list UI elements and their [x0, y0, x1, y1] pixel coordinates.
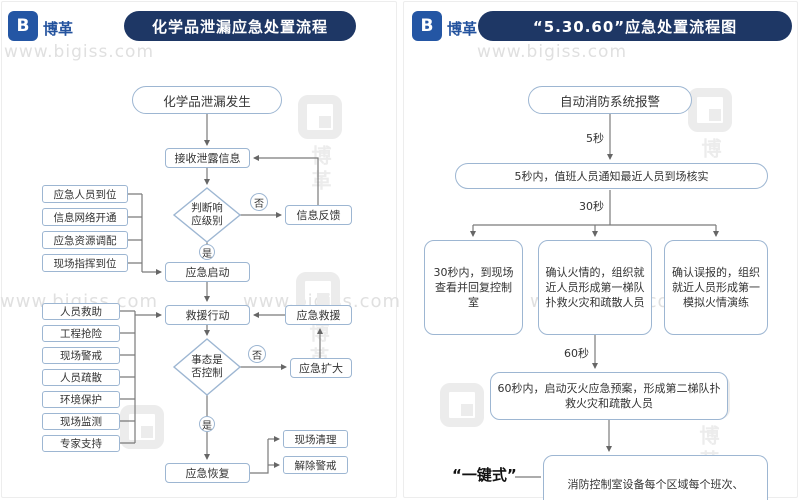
node-rescue-item: 工程抢险: [42, 325, 120, 342]
node-leak-start: 化学品泄漏发生: [132, 86, 282, 114]
node-prep-item: 应急人员到位: [42, 185, 128, 203]
node-rescue-item: 环境保护: [42, 391, 120, 408]
watermark-logo: [120, 405, 164, 449]
time-label-5s: 5秒: [586, 132, 604, 145]
node-prep-item: 现场指挥到位: [42, 254, 128, 272]
brand-logo-text: 博革: [447, 20, 478, 38]
decision-situation-control: 事态是否控制: [174, 346, 240, 388]
node-branch-confirm-fire: 确认火情的，组织就近人员形成第一梯队扑救火灾和疏散人员: [538, 240, 652, 335]
watermark-logo: 博革: [298, 95, 364, 195]
watermark-logo-icon: [298, 95, 342, 139]
decision-situation-control-label: 事态是否控制: [191, 354, 223, 379]
watermark-logo-icon: [120, 405, 164, 449]
brand-logo-icon: B: [412, 11, 442, 41]
node-branch-false-alarm: 确认误报的，组织就近人员形成第一模拟火情演练: [664, 240, 768, 335]
node-rescue-item: 人员疏散: [42, 369, 120, 386]
brand-logo-text: 博革: [43, 20, 74, 38]
label-no-badge: 否: [248, 345, 266, 363]
node-prep-item: 信息网络开通: [42, 208, 128, 226]
node-emergency-launch: 应急启动: [165, 262, 250, 282]
node-emergency-rescue: 应急救援: [285, 305, 352, 325]
node-emergency-expand: 应急扩大: [290, 358, 352, 378]
left-slide-panel: [1, 1, 397, 498]
node-branch-check-scene: 30秒内，到现场查看并回复控制室: [424, 240, 523, 335]
node-step-60s: 60秒内，启动灭火应急预案，形成第二梯队扑救火灾和疏散人员: [490, 372, 728, 420]
node-rescue-item: 现场监测: [42, 413, 120, 430]
node-rescue-item: 专家支持: [42, 435, 120, 452]
node-emergency-recovery: 应急恢复: [165, 463, 250, 483]
watermark-url-text: www.bigiss.com: [4, 42, 155, 62]
node-recovery-item: 现场清理: [283, 430, 348, 448]
watermark-logo: [440, 383, 484, 427]
label-yes-badge: 是: [199, 244, 215, 260]
one-key-label: “一键式”: [452, 466, 517, 484]
time-label-30s: 30秒: [579, 200, 604, 213]
node-rescue-item: 现场警戒: [42, 347, 120, 364]
watermark-logo-icon: [688, 88, 732, 132]
label-no-badge: 否: [250, 193, 268, 211]
node-step-5s: 5秒内，值班人员通知最近人员到场核实: [455, 163, 768, 189]
brand-logo-icon: B: [8, 11, 38, 41]
time-label-60s: 60秒: [564, 347, 589, 360]
watermark-url-text: www.bigiss.com: [477, 42, 628, 62]
right-slide-title: “5.30.60”应急处置流程图: [478, 11, 792, 41]
watermark-logo-icon: [440, 383, 484, 427]
left-slide-title: 化学品泄漏应急处置流程: [124, 11, 356, 41]
node-rescue-action: 救援行动: [165, 305, 250, 325]
decision-response-level-label: 判断响应级别: [191, 202, 223, 227]
node-prep-item: 应急资源调配: [42, 231, 128, 249]
node-recovery-item: 解除警戒: [283, 456, 348, 474]
label-yes-badge: 是: [199, 416, 215, 432]
watermark-logo-chars: 博革: [308, 145, 332, 195]
node-rescue-item: 人员救助: [42, 303, 120, 320]
node-fire-alarm-start: 自动消防系统报警: [528, 86, 692, 114]
node-control-room: 消防控制室设备每个区域每个班次、: [543, 455, 768, 500]
decision-response-level: 判断响应级别: [174, 194, 240, 236]
node-receive-info: 接收泄露信息: [165, 148, 250, 168]
node-info-feedback: 信息反馈: [285, 205, 352, 225]
